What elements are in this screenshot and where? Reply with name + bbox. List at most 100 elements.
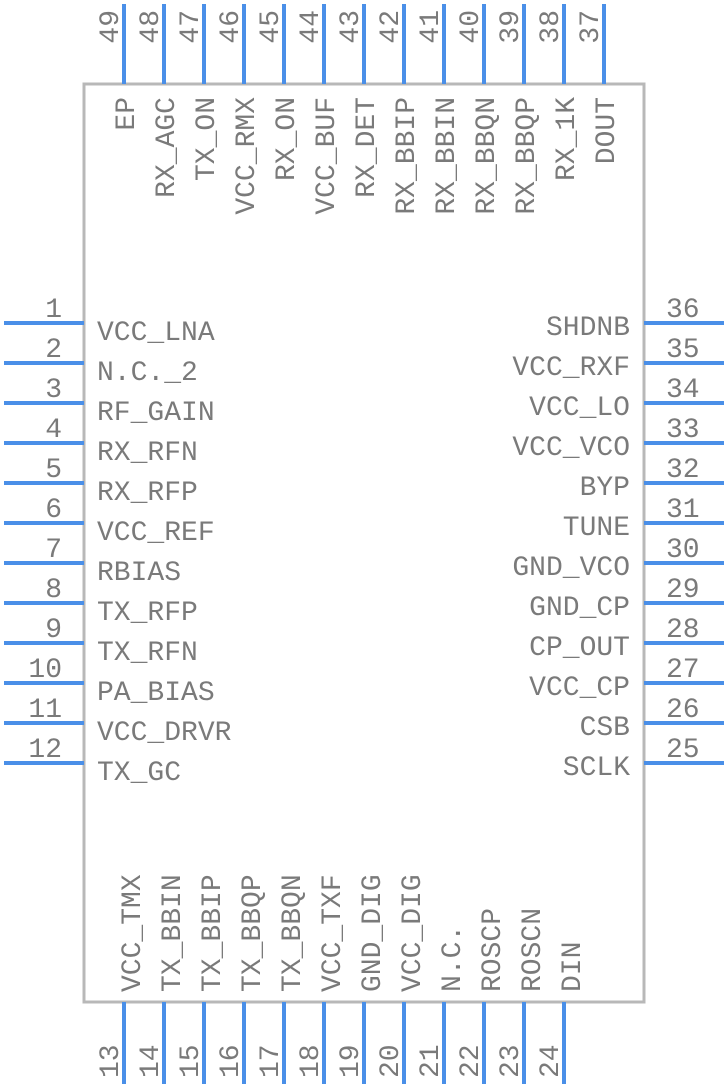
pin-label-33: VCC_VCO <box>512 433 630 464</box>
pin-label-25: SCLK <box>563 753 630 784</box>
pin-number-26: 26 <box>666 695 700 726</box>
pin-number-18: 18 <box>296 1044 327 1078</box>
pin-label-32: BYP <box>580 473 630 504</box>
pin-label-3: RF_GAIN <box>97 398 215 429</box>
pin-label-11: VCC_DRVR <box>97 718 232 749</box>
pin-number-32: 32 <box>666 455 700 486</box>
pin-label-22: ROSCP <box>478 908 509 992</box>
pin-number-43: 43 <box>336 10 367 44</box>
pin-number-20: 20 <box>376 1044 407 1078</box>
pin-label-20: VCC_DIG <box>398 874 429 992</box>
pin-label-39: RX_BBQP <box>512 97 543 215</box>
ic-body-outline <box>82 82 646 1004</box>
pin-label-46: VCC_RMX <box>232 97 263 215</box>
pin-label-12: TX_GC <box>97 758 181 789</box>
pin-label-18: VCC_TXF <box>318 874 349 992</box>
pin-number-24: 24 <box>536 1044 567 1078</box>
pin-number-45: 45 <box>256 10 287 44</box>
pin-number-41: 41 <box>416 10 447 44</box>
pin-number-2: 2 <box>45 335 62 366</box>
pin-number-14: 14 <box>136 1044 167 1078</box>
pin-label-2: N.C._2 <box>97 358 198 389</box>
pin-number-44: 44 <box>296 10 327 44</box>
pin-label-4: RX_RFN <box>97 438 198 469</box>
pin-number-11: 11 <box>28 695 62 726</box>
pin-number-23: 23 <box>496 1044 527 1078</box>
pin-number-25: 25 <box>666 735 700 766</box>
pin-label-1: VCC_LNA <box>97 318 215 349</box>
pin-label-31: TUNE <box>563 513 630 544</box>
pin-number-28: 28 <box>666 615 700 646</box>
pin-number-10: 10 <box>28 655 62 686</box>
pin-label-44: VCC_BUF <box>312 97 343 215</box>
pin-label-37: DOUT <box>592 97 623 164</box>
pin-label-13: VCC_TMX <box>118 874 149 992</box>
pin-label-42: RX_BBIP <box>392 97 423 215</box>
pin-label-5: RX_RFP <box>97 478 198 509</box>
pin-label-16: TX_BBQP <box>238 874 269 992</box>
pin-number-46: 46 <box>216 10 247 44</box>
pin-label-6: VCC_REF <box>97 518 215 549</box>
pin-number-5: 5 <box>45 455 62 486</box>
pin-number-9: 9 <box>45 615 62 646</box>
pin-number-6: 6 <box>45 495 62 526</box>
pin-number-27: 27 <box>666 655 700 686</box>
pin-label-48: RX_AGC <box>152 97 183 198</box>
pin-label-7: RBIAS <box>97 558 181 589</box>
pin-label-21: N.C. <box>438 925 469 992</box>
pin-label-47: TX_ON <box>192 97 223 181</box>
pin-number-22: 22 <box>456 1044 487 1078</box>
pin-number-15: 15 <box>176 1044 207 1078</box>
pin-number-48: 48 <box>136 10 167 44</box>
pin-number-40: 40 <box>456 10 487 44</box>
pin-label-24: DIN <box>558 942 589 992</box>
pin-number-19: 19 <box>336 1044 367 1078</box>
pin-label-9: TX_RFN <box>97 638 198 669</box>
pin-number-8: 8 <box>45 575 62 606</box>
pin-number-16: 16 <box>216 1044 247 1078</box>
pin-label-8: TX_RFP <box>97 598 198 629</box>
pin-label-45: RX_ON <box>272 97 303 181</box>
pin-label-38: RX_1K <box>552 97 583 181</box>
pin-number-39: 39 <box>496 10 527 44</box>
pin-number-21: 21 <box>416 1044 447 1078</box>
pin-number-42: 42 <box>376 10 407 44</box>
pin-label-40: RX_BBQN <box>472 97 503 215</box>
pin-label-34: VCC_LO <box>529 393 630 424</box>
pin-number-12: 12 <box>28 735 62 766</box>
pin-label-29: GND_CP <box>529 593 630 624</box>
pin-number-37: 37 <box>576 10 607 44</box>
pin-label-26: CSB <box>580 713 630 744</box>
pin-label-27: VCC_CP <box>529 673 630 704</box>
pin-number-34: 34 <box>666 375 700 406</box>
pin-number-17: 17 <box>256 1044 287 1078</box>
pin-number-4: 4 <box>45 415 62 446</box>
pin-label-23: ROSCN <box>518 908 549 992</box>
pin-label-28: CP_OUT <box>529 633 630 664</box>
pin-label-36: SHDNB <box>546 313 630 344</box>
pin-label-15: TX_BBIP <box>198 874 229 992</box>
pin-number-38: 38 <box>536 10 567 44</box>
pin-label-14: TX_BBIN <box>158 874 189 992</box>
pin-number-3: 3 <box>45 375 62 406</box>
pin-number-1: 1 <box>45 295 62 326</box>
pin-number-13: 13 <box>96 1044 127 1078</box>
pin-number-49: 49 <box>96 10 127 44</box>
pin-label-43: RX_DET <box>352 97 383 198</box>
pin-label-17: TX_BBQN <box>278 874 309 992</box>
pin-label-35: VCC_RXF <box>512 353 630 384</box>
pin-group: 1VCC_LNA2N.C._23RF_GAIN4RX_RFN5RX_RFP6VC… <box>4 4 724 1084</box>
pin-number-29: 29 <box>666 575 700 606</box>
pin-number-7: 7 <box>45 535 62 566</box>
pin-label-49: EP <box>112 97 143 131</box>
pin-number-47: 47 <box>176 10 207 44</box>
pin-number-30: 30 <box>666 535 700 566</box>
pin-number-33: 33 <box>666 415 700 446</box>
pin-label-19: GND_DIG <box>358 874 389 992</box>
pin-number-31: 31 <box>666 495 700 526</box>
pin-number-36: 36 <box>666 295 700 326</box>
pin-label-10: PA_BIAS <box>97 678 215 709</box>
pin-number-35: 35 <box>666 335 700 366</box>
